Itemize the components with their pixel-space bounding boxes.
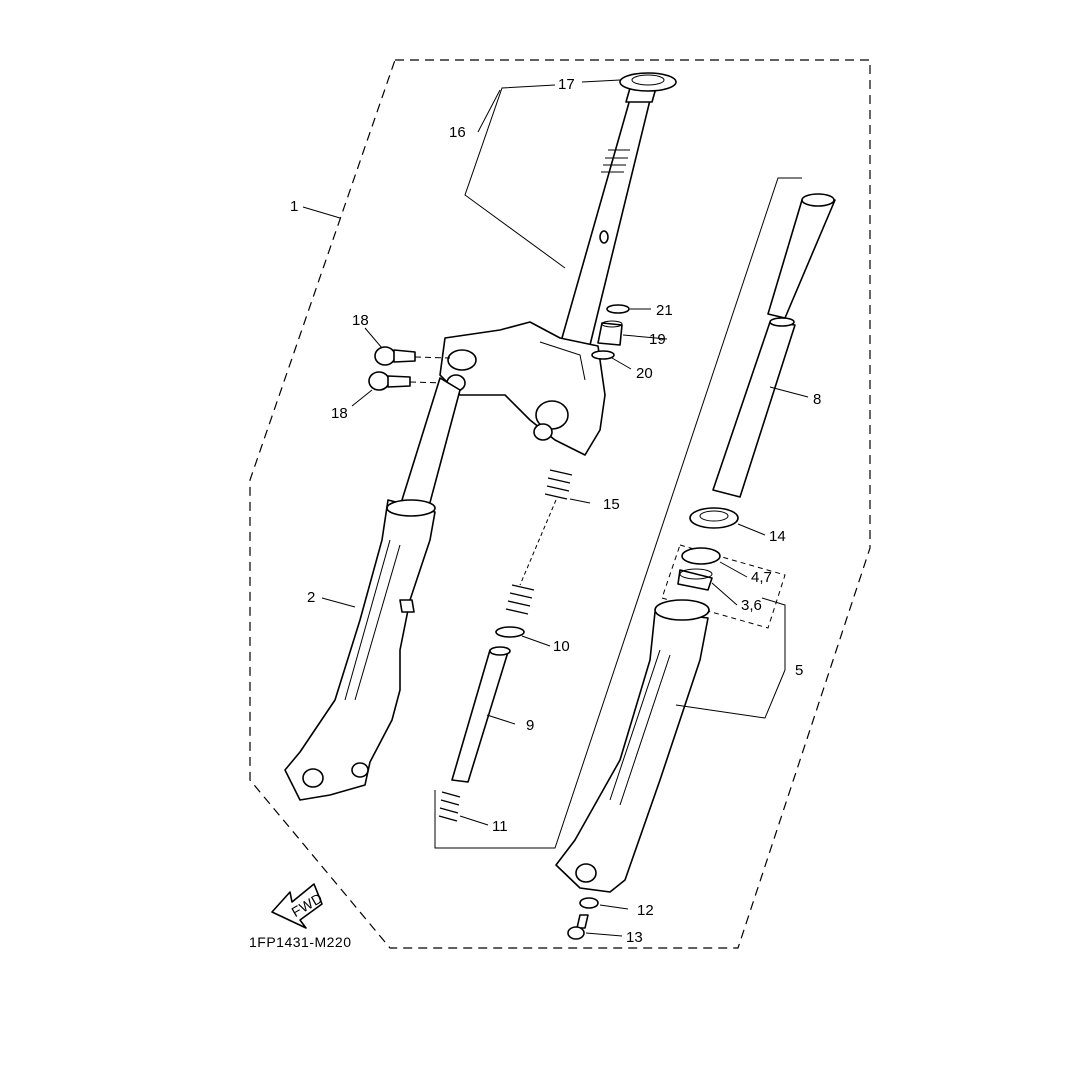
- callouts: 1 2 3,6 4,7 5 8 9 10 11 12 13 14 15 16 1…: [290, 76, 821, 946]
- callout-18-upper: 18: [352, 312, 369, 329]
- callout-3-6: 3,6: [741, 597, 762, 614]
- callout-15: 15: [603, 496, 620, 513]
- under-bracket: [439, 321, 606, 456]
- callout-12: 12: [637, 902, 654, 919]
- drawing-code: 1FP1431-M220: [249, 934, 352, 950]
- o-ring: [591, 350, 615, 360]
- pinch-bolt-upper: [374, 346, 451, 366]
- callout-19: 19: [649, 331, 666, 348]
- fork-spring: [505, 469, 573, 615]
- callout-2: 2: [307, 589, 315, 606]
- inner-tube-left: [401, 377, 461, 511]
- callout-16: 16: [449, 124, 466, 141]
- callout-20: 20: [636, 365, 653, 382]
- assembly-boundary: [249, 59, 871, 949]
- leader-lines: [302, 79, 809, 937]
- bushing: [597, 320, 623, 346]
- subassembly-boundary: [661, 544, 786, 629]
- pinch-bolt-lower: [368, 371, 447, 391]
- circlip: [606, 304, 630, 314]
- washer: [681, 547, 721, 565]
- oil-seal: [689, 507, 739, 529]
- inner-tube-right: [712, 193, 836, 498]
- callout-21: 21: [656, 302, 673, 319]
- callout-4-7: 4,7: [751, 569, 772, 586]
- bolt: [567, 914, 589, 940]
- callout-13: 13: [626, 929, 643, 946]
- callout-9: 9: [526, 717, 534, 734]
- damper-rod: [451, 646, 511, 783]
- outer-tube-left: [284, 499, 436, 801]
- callout-18-lower: 18: [331, 405, 348, 422]
- gasket: [579, 897, 599, 909]
- ring-nut: [619, 72, 677, 92]
- callout-17: 17: [558, 76, 575, 93]
- callout-14: 14: [769, 528, 786, 545]
- spring-seat: [495, 626, 525, 638]
- callout-11: 11: [492, 818, 508, 835]
- callout-1: 1: [290, 198, 298, 215]
- callout-10: 10: [553, 638, 570, 655]
- fwd-arrow-icon: FWD: [271, 883, 325, 929]
- outer-tube-right: [555, 599, 710, 893]
- rebound-spring: [438, 791, 461, 822]
- callout-8: 8: [813, 391, 821, 408]
- slide-metal: [677, 568, 713, 591]
- callout-5: 5: [795, 662, 803, 679]
